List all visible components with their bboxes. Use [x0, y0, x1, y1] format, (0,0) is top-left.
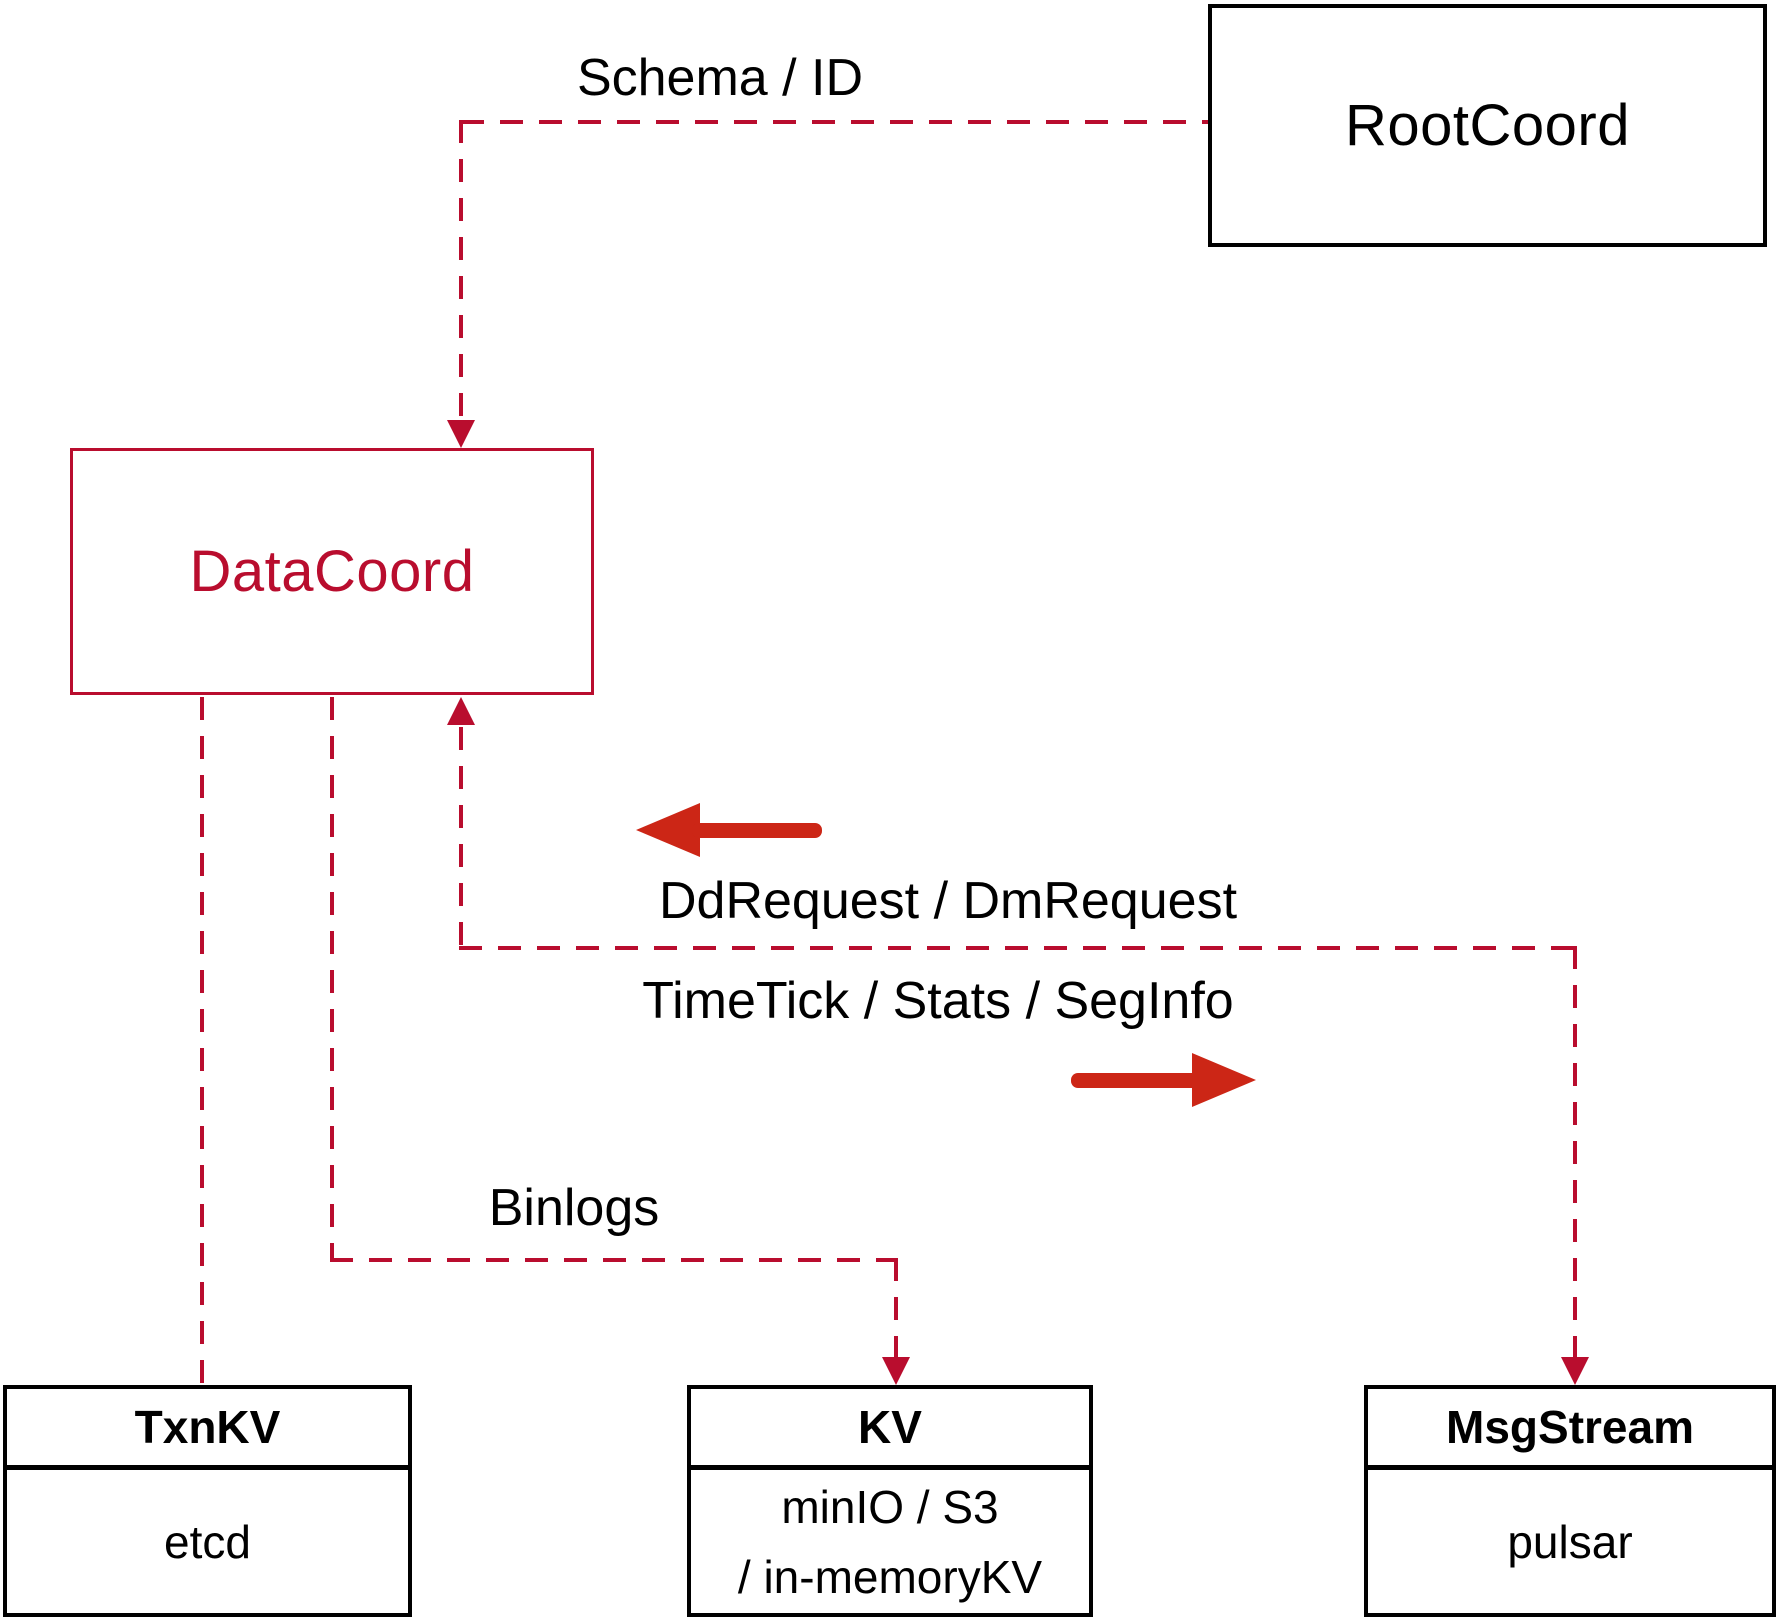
right-direction-arrow-icon	[1192, 1053, 1256, 1107]
edge-schema-id-vertical-segment	[459, 120, 463, 420]
msgstream-body: pulsar	[1507, 1515, 1633, 1568]
rootcoord-label: RootCoord	[1345, 93, 1630, 158]
arrowhead-into-datacoord-bottom-icon	[447, 697, 475, 725]
node-kv: KV minIO / S3 / in-memoryKV	[687, 1385, 1093, 1617]
edge-label-schema-id: Schema / ID	[576, 49, 864, 107]
txnkv-body: etcd	[164, 1515, 251, 1568]
edge-requests-vertical-segment-left	[459, 727, 463, 948]
right-direction-arrow-shaft	[1071, 1073, 1201, 1088]
arrowhead-into-kv-icon	[882, 1357, 910, 1385]
arrowhead-into-datacoord-top-icon	[447, 420, 475, 448]
edge-schema-id-horizontal-segment	[461, 120, 1208, 124]
datacoord-label: DataCoord	[189, 539, 475, 604]
edge-datacoord-txnkv-segment	[200, 697, 204, 1385]
edge-label-timetick-stats-seginfo: TimeTick / Stats / SegInfo	[642, 972, 1234, 1030]
left-direction-arrow-icon	[636, 803, 700, 857]
msgstream-title: MsgStream	[1368, 1389, 1772, 1470]
kv-body-line1: minIO / S3	[781, 1480, 999, 1533]
node-msgstream: MsgStream pulsar	[1364, 1385, 1776, 1617]
arrowhead-into-msgstream-icon	[1561, 1357, 1589, 1385]
txnkv-title: TxnKV	[7, 1389, 408, 1470]
edge-requests-vertical-segment-right	[1573, 946, 1577, 1359]
kv-title: KV	[691, 1389, 1089, 1470]
edge-label-binlogs: Binlogs	[488, 1179, 660, 1237]
edge-binlogs-horizontal-segment	[330, 1258, 898, 1262]
node-datacoord: DataCoord	[70, 448, 594, 695]
edge-requests-horizontal-segment	[459, 946, 1575, 950]
edge-binlogs-vertical-segment-right	[894, 1258, 898, 1357]
left-direction-arrow-shaft	[692, 823, 822, 838]
edge-label-ddrequest-dmrequest: DdRequest / DmRequest	[658, 872, 1238, 930]
kv-body-line2: / in-memoryKV	[737, 1550, 1043, 1603]
node-rootcoord: RootCoord	[1208, 4, 1767, 247]
edge-binlogs-vertical-segment-left	[330, 697, 334, 1262]
node-txnkv: TxnKV etcd	[3, 1385, 412, 1617]
